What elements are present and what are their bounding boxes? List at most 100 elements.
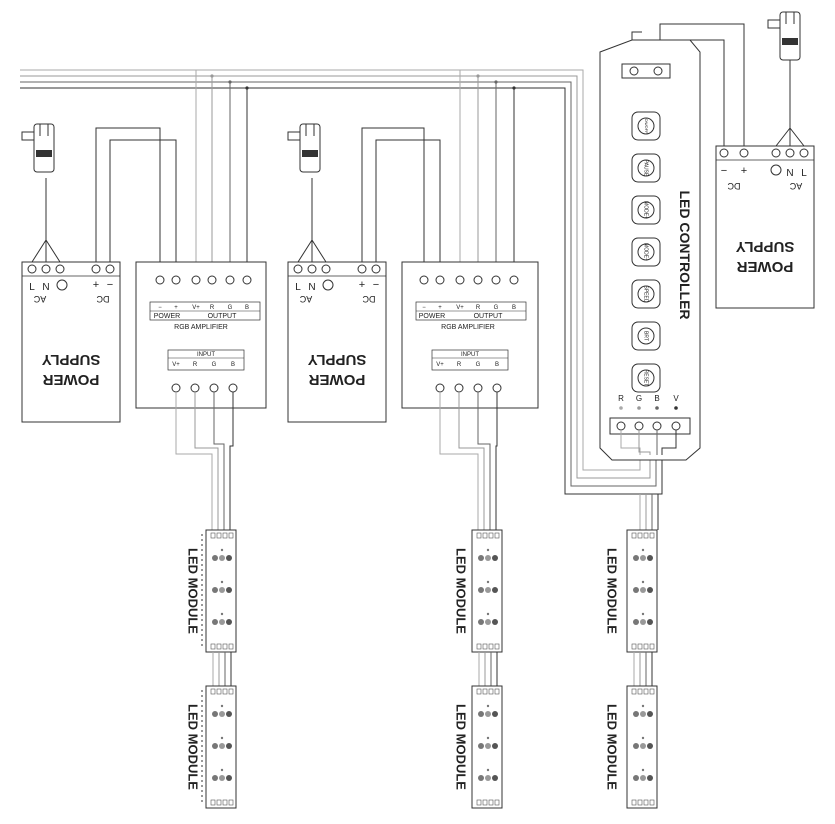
led-chip-icon [647, 711, 653, 717]
reset-label: RESET [643, 370, 649, 387]
output-label: OUTPUT [474, 313, 504, 320]
pin-g-label: G [636, 394, 642, 403]
amp-top-terminals [419, 275, 519, 285]
led-module-label: LED MODULE [605, 548, 620, 634]
led-chip-icon [478, 711, 484, 717]
led-module: LED MODULE [186, 529, 237, 686]
psu-title-line2: SUPPLY [308, 351, 367, 368]
led-chip-icon [478, 587, 484, 593]
led-chip-icon [219, 619, 225, 625]
led-chip-icon [226, 587, 232, 593]
led-chip-icon [219, 711, 225, 717]
plug-icon [21, 123, 61, 263]
ac-terminals [293, 264, 381, 274]
speed-button[interactable] [637, 285, 655, 303]
led-chip-icon [485, 619, 491, 625]
pin-label: G [494, 305, 499, 311]
led-chip-icon [226, 743, 232, 749]
pin-label: B [512, 305, 516, 311]
led-chip-icon [633, 711, 639, 717]
led-chip-icon [478, 619, 484, 625]
pause-button[interactable] [637, 159, 655, 177]
power-label: POWER [419, 313, 445, 320]
led-chip-icon [219, 775, 225, 781]
psu-title-line1: POWER [43, 371, 100, 388]
led-chip-icon [212, 619, 218, 625]
plug-icon [287, 123, 327, 263]
led-chip-icon [633, 743, 639, 749]
mode-minus-button[interactable] [637, 243, 655, 261]
led-chip-icon [647, 775, 653, 781]
input-label: INPUT [197, 352, 215, 358]
mode-plus-label: MODE+ [643, 201, 649, 219]
led-module-label: LED MODULE [186, 704, 201, 790]
led-chip-icon [485, 711, 491, 717]
plug-icon [767, 11, 805, 147]
rgb-amplifier-1: − + V+ R G B POWER OUTPUT RGB AMPLIFIER … [135, 261, 267, 409]
led-chip-icon [492, 775, 498, 781]
pin-label: + [174, 305, 178, 311]
pin-label: − [422, 305, 426, 311]
main-bus-wires [20, 69, 663, 495]
terminal-n-label: N [786, 168, 793, 179]
pin-label: G [476, 362, 481, 368]
controller-title: LED CONTROLLER [677, 190, 693, 319]
led-module: LED MODULE [454, 685, 503, 809]
led-chip-icon [226, 619, 232, 625]
ac-label: AC [33, 294, 46, 304]
led-module-label: LED MODULE [454, 548, 469, 634]
dc-plus-label: + [359, 279, 365, 291]
led-chip-icon [212, 711, 218, 717]
pin-label: R [457, 362, 462, 368]
psu-title-line2: SUPPLY [736, 238, 795, 255]
dc-plus-label: + [93, 279, 99, 291]
controller-output-terminals [609, 417, 691, 435]
amp-title: RGB AMPLIFIER [174, 324, 228, 331]
led-chip-icon [640, 775, 646, 781]
led-modules: LED MODULE LED MODULE LED MODULE LED MODULE… [186, 529, 658, 809]
terminal-l-label: L [801, 168, 807, 179]
pin-label: R [210, 305, 215, 311]
speed-label: SPEED [643, 286, 649, 303]
led-chip-icon [212, 587, 218, 593]
led-chip-icon [478, 743, 484, 749]
ac-terminals [27, 264, 115, 274]
brightness-button[interactable] [637, 327, 655, 345]
led-chip-icon [226, 775, 232, 781]
psu-to-amp-wires [95, 127, 441, 268]
led-chip-icon [219, 587, 225, 593]
led-chip-icon [478, 775, 484, 781]
dc-label: DC [96, 294, 109, 304]
led-chip-icon [492, 711, 498, 717]
brt-label: BRT [643, 331, 649, 341]
led-module-label: LED MODULE [186, 548, 201, 634]
on-off-label: ON/OFF [644, 118, 649, 134]
pin-label: B [231, 362, 235, 368]
led-chip-icon [485, 555, 491, 561]
reset-button[interactable] [637, 369, 655, 387]
amp-top-terminals [155, 275, 252, 285]
pin-label: R [193, 362, 198, 368]
psu-title-line1: POWER [737, 258, 794, 275]
pin-label: + [438, 305, 442, 311]
pin-label: V+ [456, 305, 464, 311]
psu-title-line1: POWER [309, 371, 366, 388]
led-chip-icon [492, 587, 498, 593]
terminal-n-label: N [308, 282, 315, 293]
led-chip-icon [226, 555, 232, 561]
dc-label: DC [727, 181, 740, 191]
dc-minus-label: − [107, 279, 113, 291]
led-chip-icon [226, 711, 232, 717]
led-chip-icon [492, 619, 498, 625]
pin-label: V+ [172, 362, 180, 368]
terminal-l-label: L [29, 282, 35, 293]
ac-label: AC [299, 294, 312, 304]
dc-minus-label: − [721, 165, 727, 177]
led-chip-icon [485, 743, 491, 749]
amp-title: RGB AMPLIFIER [441, 324, 495, 331]
power-icon[interactable] [637, 117, 655, 135]
mode-plus-button[interactable] [637, 201, 655, 219]
led-chip-icon [219, 555, 225, 561]
pin-label: B [245, 305, 249, 311]
amp-input-terminals [171, 383, 238, 393]
